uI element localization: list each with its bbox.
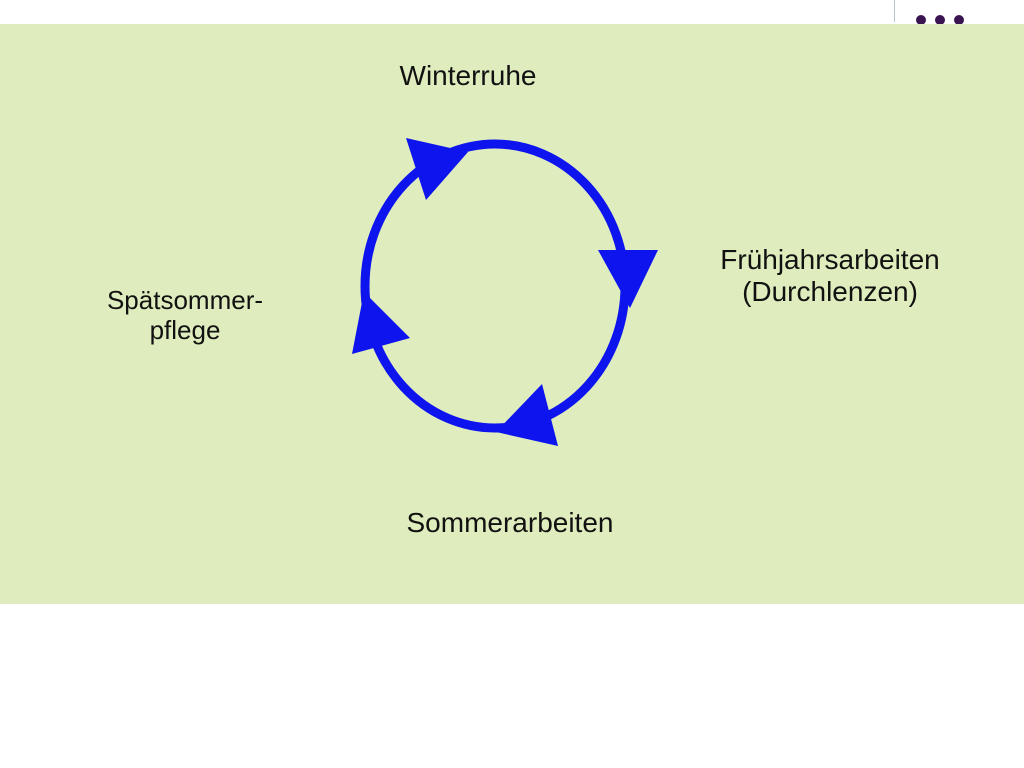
header-divider bbox=[894, 0, 895, 22]
stage-label-fruehjahrsarbeiten: Frühjahrsarbeiten (Durchlenzen) bbox=[720, 244, 940, 308]
arrow-head-upper-left bbox=[406, 138, 468, 200]
cycle-diagram-panel: Winterruhe Frühjahrsarbeiten (Durchlenze… bbox=[0, 24, 1024, 604]
arrow-head-left bbox=[352, 292, 410, 354]
cycle-ring bbox=[360, 139, 630, 433]
stage-label-spaetsommerpflege: Spätsommer- pflege bbox=[106, 285, 264, 345]
arrow-head-bottom bbox=[496, 384, 558, 446]
stage-label-sommerarbeiten: Sommerarbeiten bbox=[406, 507, 614, 538]
circular-arrows-icon bbox=[352, 138, 658, 446]
stage-label-winterruhe: Winterruhe bbox=[399, 60, 537, 91]
three-dots-icon bbox=[916, 15, 964, 25]
arrow-head-right bbox=[598, 250, 658, 308]
